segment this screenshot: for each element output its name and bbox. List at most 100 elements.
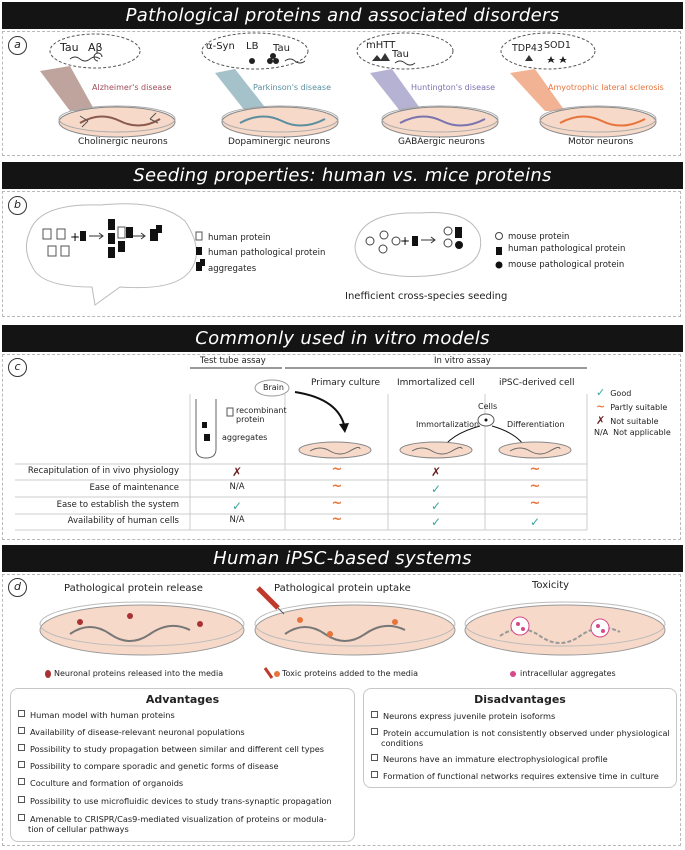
disease-huntingtons: Huntington's disease (411, 83, 496, 92)
protein-tau-3: Tau (392, 49, 409, 60)
svg-text:+: + (70, 230, 80, 244)
legend-na: N/A Not applicable (594, 428, 671, 437)
legend-na-text: Not applicable (613, 428, 671, 437)
legend-mouse-human-pathological-protein: human pathological protein (508, 244, 626, 254)
legend-good: ✓ Good (596, 386, 631, 399)
advantage-item: Possibility to compare sporadic and gene… (18, 761, 279, 771)
protein-tau-1: Tau (60, 41, 79, 54)
neurons-motor: Motor neurons (568, 137, 634, 147)
advantages-title: Advantages (145, 693, 220, 706)
panel-a-illustration (40, 32, 657, 138)
caption-released: Neuronal proteins released into the medi… (54, 669, 224, 678)
protein-mhtt: mHTT (366, 40, 396, 51)
brain-label: Brain (263, 383, 284, 392)
legend-partly-text: Partly suitable (610, 403, 668, 412)
row-label-establish: Ease to establish the system (56, 500, 179, 510)
grid-cell: ~ (529, 496, 541, 511)
cells-label: Cells (478, 402, 498, 411)
header-test-tube-assay: Test tube assay (200, 356, 266, 366)
panel-b-illustration: + + (26, 203, 503, 306)
caption-toxic-added: Toxic proteins added to the media (282, 669, 418, 678)
panel-label-c: c (8, 358, 27, 377)
disadvantage-item: Formation of functional networks require… (371, 771, 659, 781)
legend-na-symbol: N/A (594, 428, 609, 437)
grid-cell: ~ (331, 496, 343, 511)
neurons-cholinergic: Cholinergic neurons (78, 137, 168, 147)
disadvantage-item: Neurons have an immature electrophysiolo… (371, 754, 608, 764)
legend-not-symbol: ✗ (596, 414, 606, 427)
grid-cell: ~ (529, 462, 541, 477)
disadvantages-title: Disadvantages (474, 693, 566, 706)
panel-a (2, 31, 681, 156)
disadvantage-item-continued: conditions (381, 738, 424, 748)
caption-intracellular: intracellular aggregates (520, 669, 616, 678)
title-protein-uptake: Pathological protein uptake (274, 583, 411, 594)
grid-cell: N/A (229, 515, 245, 525)
grid-cell: ✓ (529, 515, 541, 529)
disadvantages-box: Disadvantages (363, 688, 677, 788)
banner-b: Seeding properties: human vs. mice prote… (2, 162, 683, 189)
grid-cell: ✓ (430, 482, 442, 496)
disadvantage-item: Neurons express juvenile protein isoform… (371, 711, 555, 721)
dish-huntingtons (356, 32, 499, 138)
protein-tdp43: TDP43 (512, 43, 543, 54)
advantage-item: Possibility to use microfluidic devices … (18, 796, 332, 806)
grid-cell: ✓ (430, 515, 442, 529)
neurons-dopaminergic: Dopaminergic neurons (228, 137, 331, 147)
advantage-item: Human model with human proteins (18, 710, 175, 720)
legend-human-pathological-protein: human pathological protein (208, 248, 326, 258)
panel-label-d: d (8, 578, 27, 597)
grid-cell: ✗ (430, 465, 442, 479)
grid-cell: ✗ (231, 465, 243, 479)
col-primary-culture: Primary culture (311, 378, 381, 388)
grid-cell: ✓ (430, 499, 442, 513)
svg-text:+: + (400, 234, 410, 248)
legend-mouse-pathological-protein: mouse pathological protein (508, 260, 625, 270)
protein-tau-2: Tau (273, 43, 290, 54)
protein-lb: LB (246, 41, 259, 52)
grid-cell: ~ (331, 479, 343, 494)
panel-label-b: b (8, 196, 27, 215)
legend-good-text: Good (610, 389, 632, 398)
banner-a: Pathological proteins and associated dis… (2, 2, 683, 29)
panel-b (2, 191, 681, 317)
disease-alzheimers: Alzheimer's disease (92, 83, 172, 92)
advantage-item: Availability of disease-relevant neurona… (18, 727, 245, 737)
panel-d (2, 574, 681, 846)
legend-mouse-protein: mouse protein (508, 232, 570, 242)
panel-c (2, 354, 681, 540)
col-ipsc-derived-cell: iPSC-derived cell (499, 378, 575, 388)
advantage-item-continued: tion of cellular pathways (28, 824, 129, 834)
row-label-physiology: Recapitulation of in vivo physiology (27, 466, 179, 476)
grid-cell: ~ (331, 462, 343, 477)
row-label-availability: Availability of human cells (67, 516, 179, 526)
cross-species-caption: Inefficient cross-species seeding (345, 291, 508, 302)
legend-not: ✗ Not suitable (596, 414, 659, 427)
row-label-maintenance: Ease of maintenance (89, 483, 179, 493)
header-in-vitro-assay: In vitro assay (434, 356, 491, 366)
dish-parkinsons (201, 32, 339, 138)
advantage-item: Possibility to study propagation between… (18, 744, 324, 754)
banner-d: Human iPSC-based systems (2, 545, 683, 572)
disadvantage-item: Protein accumulation is not consistently… (371, 728, 670, 738)
legend-partly-symbol: ~ (596, 400, 606, 413)
dish-als (500, 32, 657, 138)
legend-good-symbol: ✓ (596, 386, 606, 399)
panel-c-illustration (15, 367, 588, 531)
advantages-box: Advantages (10, 688, 355, 842)
legend-not-text: Not suitable (610, 417, 659, 426)
grid-cell: ~ (529, 479, 541, 494)
legend-aggregates: aggregates (208, 264, 257, 274)
panel-d-illustration (39, 586, 666, 679)
grid-cell: ✓ (231, 499, 243, 513)
aggregates-label: aggregates (222, 433, 268, 442)
advantage-item: Coculture and formation of organoids (18, 778, 183, 788)
dish-alzheimers (40, 33, 176, 138)
advantage-item: Amenable to CRISPR/Cas9-mediated visuali… (18, 814, 327, 824)
protein-sod1: SOD1 (544, 40, 571, 51)
grid-cell: N/A (229, 482, 245, 492)
legend-human-protein: human protein (208, 233, 271, 243)
differentiation-label: Differentiation (507, 420, 565, 429)
legend-partly: ~ Partly suitable (596, 400, 667, 413)
disease-parkinsons: Parkinson's disease (253, 83, 332, 92)
